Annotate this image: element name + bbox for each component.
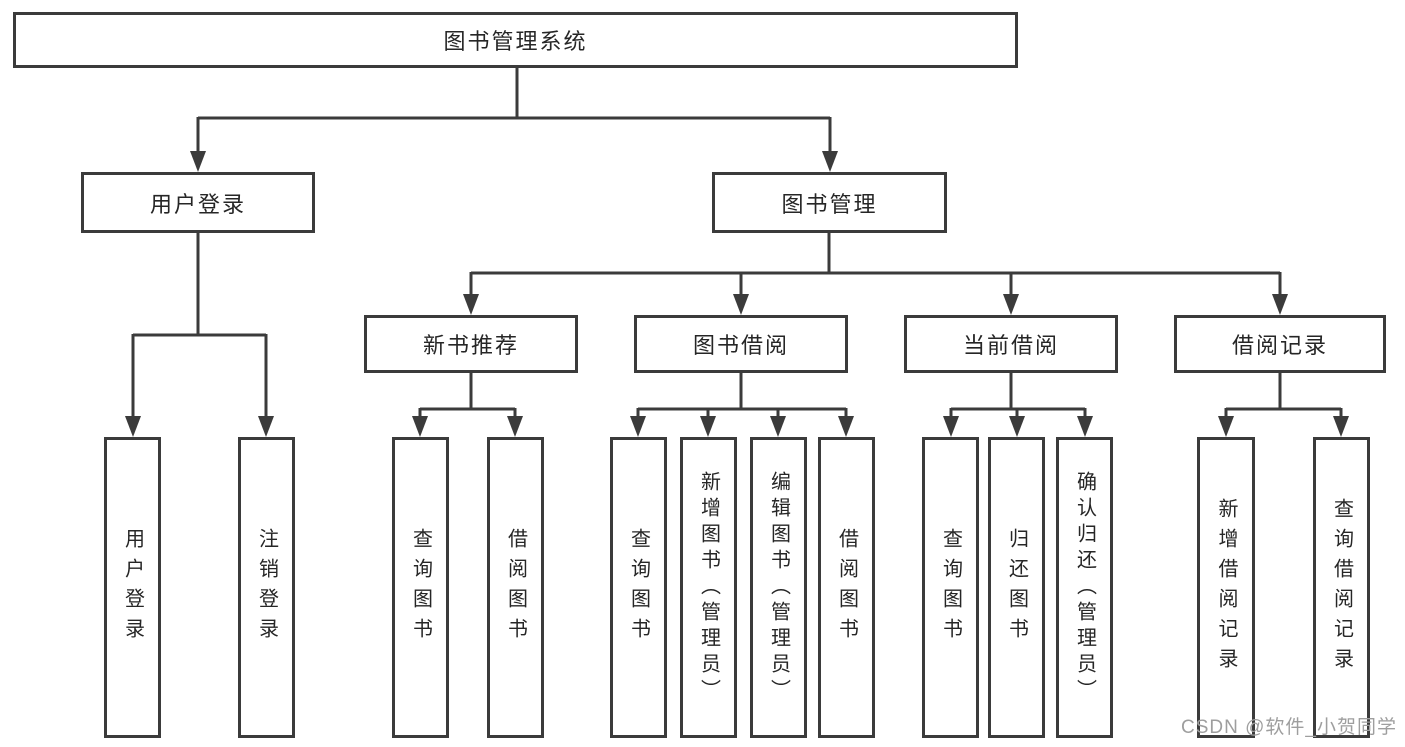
leaf-borrow-books-recommend-label: 借阅图书 bbox=[504, 527, 527, 648]
csdn-watermark: CSDN @软件_小贺同学 bbox=[1181, 717, 1397, 738]
leaf-query-books-borrowing-label: 查询图书 bbox=[627, 527, 650, 648]
node-book-management: 图书管理 bbox=[712, 172, 947, 233]
leaf-edit-books-admin: 编辑图书（管理员） bbox=[750, 437, 807, 738]
leaf-borrow-books: 借阅图书 bbox=[818, 437, 875, 738]
node-book-borrowing: 图书借阅 bbox=[634, 315, 848, 373]
leaf-logout: 注销登录 bbox=[238, 437, 295, 738]
node-current-borrowing-label: 当前借阅 bbox=[962, 333, 1059, 358]
node-book-management-label: 图书管理 bbox=[781, 191, 878, 217]
leaf-user-login: 用户登录 bbox=[104, 437, 161, 738]
leaf-return-books: 归还图书 bbox=[988, 437, 1045, 738]
leaf-borrow-books-label: 借阅图书 bbox=[835, 527, 858, 648]
node-borrowing-records: 借阅记录 bbox=[1174, 315, 1386, 373]
leaf-add-books-admin-label: 新增图书（管理员） bbox=[697, 470, 720, 705]
leaf-borrow-books-recommend: 借阅图书 bbox=[487, 437, 544, 738]
leaf-confirm-return-admin: 确认归还（管理员） bbox=[1056, 437, 1113, 738]
node-user-login: 用户登录 bbox=[81, 172, 315, 233]
leaf-edit-books-admin-label: 编辑图书（管理员） bbox=[767, 470, 790, 705]
node-book-borrowing-label: 图书借阅 bbox=[692, 333, 789, 358]
node-library-system: 图书管理系统 bbox=[13, 12, 1018, 68]
node-new-book-recommend-label: 新书推荐 bbox=[422, 333, 519, 358]
leaf-query-books-current: 查询图书 bbox=[922, 437, 979, 738]
node-borrowing-records-label: 借阅记录 bbox=[1231, 333, 1328, 358]
leaf-confirm-return-admin-label: 确认归还（管理员） bbox=[1073, 470, 1096, 705]
node-library-system-label: 图书管理系统 bbox=[443, 29, 588, 54]
leaf-add-books-admin: 新增图书（管理员） bbox=[680, 437, 737, 738]
leaf-user-login-label: 用户登录 bbox=[121, 527, 144, 648]
leaf-query-books-current-label: 查询图书 bbox=[939, 527, 962, 648]
leaf-query-books-borrowing: 查询图书 bbox=[610, 437, 667, 738]
leaf-add-borrow-record: 新增借阅记录 bbox=[1197, 437, 1255, 738]
leaf-return-books-label: 归还图书 bbox=[1005, 527, 1028, 648]
node-user-login-label: 用户登录 bbox=[149, 191, 246, 217]
leaf-query-books-recommend: 查询图书 bbox=[392, 437, 449, 738]
leaf-add-borrow-record-label: 新增借阅记录 bbox=[1215, 497, 1237, 678]
node-current-borrowing: 当前借阅 bbox=[904, 315, 1118, 373]
leaf-query-borrow-record: 查询借阅记录 bbox=[1313, 437, 1370, 738]
leaf-logout-label: 注销登录 bbox=[255, 527, 278, 648]
leaf-query-borrow-record-label: 查询借阅记录 bbox=[1330, 497, 1353, 678]
node-new-book-recommend: 新书推荐 bbox=[364, 315, 578, 373]
leaf-query-books-recommend-label: 查询图书 bbox=[409, 527, 432, 648]
